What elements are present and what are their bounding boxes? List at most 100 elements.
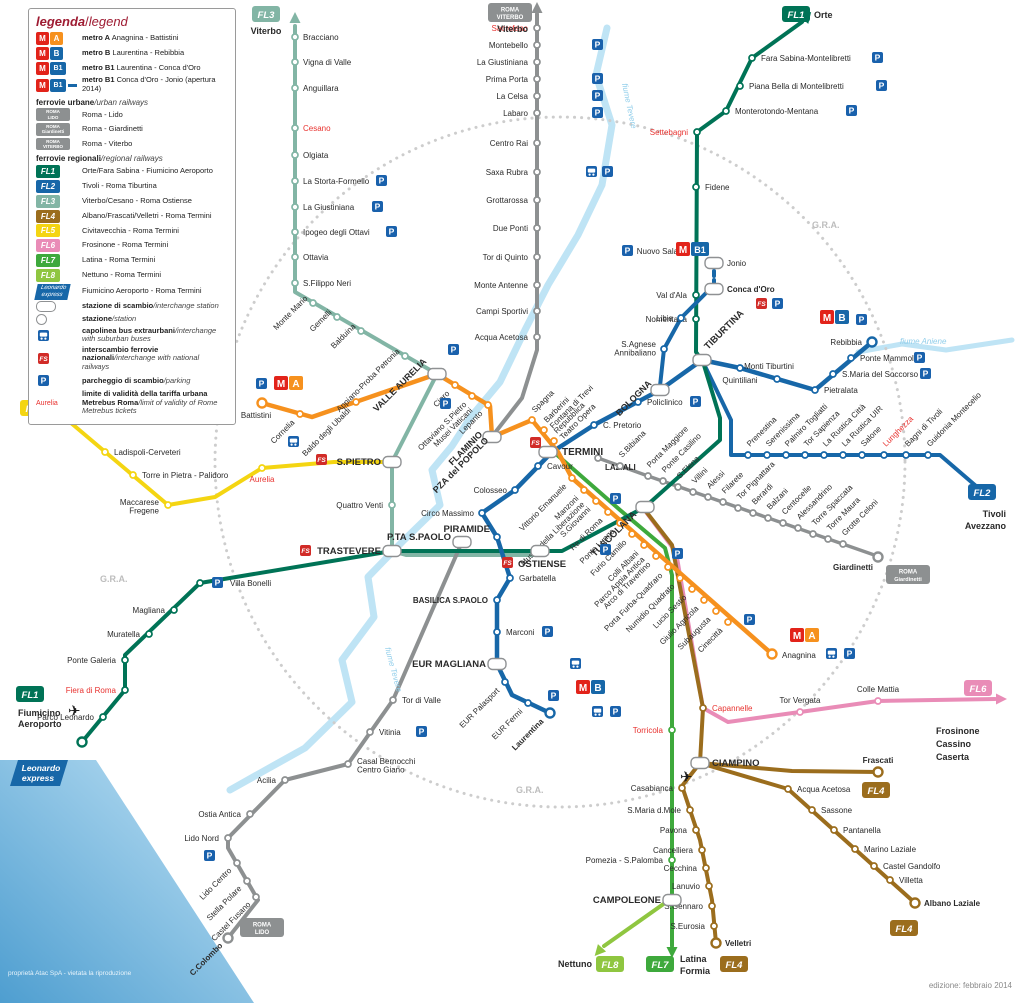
legend-item-label: stazione/station [82,314,137,324]
station-piramide: PIRAMIDE [444,524,501,541]
fl4-line-badge: FL4 [720,956,748,972]
station-s-eurosia: S.Eurosia [670,922,718,931]
station-frascati: Frascati [863,756,893,778]
parking-icon: P [914,352,925,363]
svg-text:Montebello: Montebello [489,41,529,50]
svg-text:S.Eurosia: S.Eurosia [670,922,705,931]
svg-text:Torre in Pietra - Palidoro: Torre in Pietra - Palidoro [142,471,229,480]
legend-item-label: stazione di scambio/interchange station [82,301,219,311]
station-torre-in-pietra-palidoro: Torre in Pietra - Palidoro [129,471,229,480]
legend-item-label: metro B1 Conca d'Oro - Jonio (apertura 2… [82,75,216,94]
svg-text:Muratella: Muratella [107,630,140,639]
svg-text:TIBURTINA: TIBURTINA [702,308,746,352]
map-label: Orte [814,10,833,20]
river [226,24,616,794]
station-pantanella: Pantanella [830,826,881,835]
svg-text:Balduina: Balduina [329,322,358,351]
station-villini: Villini [689,466,710,496]
airplane-icon: ✈ [68,703,81,720]
national-rail-icon: FS [316,454,327,465]
svg-text:Albano Laziale: Albano Laziale [924,899,981,908]
map-label: Formia [680,966,711,976]
station-ottavia: Ottavia [291,253,329,262]
bus-icon [586,166,597,177]
svg-text:Monti Tiburtini: Monti Tiburtini [744,362,794,371]
svg-text:Torricola: Torricola [633,726,664,735]
fl4-line-badge: FL4 [890,920,918,936]
svg-text:FS: FS [503,560,512,567]
svg-text:P: P [389,227,395,237]
svg-text:ROMA: ROMA [501,8,520,14]
FL3-legend-icon: FL3 [36,194,78,208]
svg-text:S.Maria del Soccorso: S.Maria del Soccorso [842,370,919,379]
svg-text:Fidene: Fidene [705,183,730,192]
svg-text:FL4: FL4 [896,924,914,935]
parking-icon: P [600,544,611,555]
station-eur-magliana: EUR MAGLIANA [412,657,581,671]
legend-item: stazione/station [36,313,228,325]
svg-text:B: B [594,683,601,694]
svg-text:P: P [605,167,611,177]
svg-text:FL7: FL7 [652,960,670,971]
bus-icon [570,658,581,669]
station-basilica-s-paolo: BASILICA S.PAOLO [413,596,501,605]
svg-text:P: P [859,315,865,325]
svg-text:Grottarossa: Grottarossa [486,196,528,205]
legend-item-label: Viterbo/Cesano - Roma Ostiense [82,195,192,205]
station-tor-vergata: Tor Vergata [780,696,821,716]
fl8-line-badge: FL8 [596,956,624,972]
fl6-line-badge: FL6 [964,680,992,696]
station-grottarossa: Grottarossa [486,196,541,205]
station-acqua-acetosa: Acqua Acetosa [475,333,541,342]
svg-text:P: P [775,299,781,309]
legend-title-en: legend [88,14,128,29]
station-magliana: Magliana [133,606,178,615]
svg-text:Saxa Rubra: Saxa Rubra [486,168,529,177]
svg-text:Settebagni: Settebagni [650,128,688,137]
svg-text:ROMA: ROMA [253,923,272,929]
svg-text:Acqua Acetosa: Acqua Acetosa [475,333,529,342]
map-label: Avezzano [965,521,1007,531]
line-fl4-velletri [680,761,718,945]
national-rail-icon: FS [300,545,311,556]
fl3-line-badge: FL3 [252,6,280,22]
station-cornelia: Cornelia [269,410,304,447]
parking-icon: P [610,493,621,504]
legend-item-label: Roma - Viterbo [82,138,133,148]
legend-title-it: legenda [36,14,86,29]
station-campoleone: CAMPOLEONE [593,893,682,907]
station-campi-sportivi: Campi Sportivi [476,307,541,316]
station-bracciano: Bracciano [291,33,339,42]
airplane-icon: ✈ [680,769,693,786]
station-circo-massimo: Circo Massimo [421,509,486,518]
legend-item-label: metro A Anagnina - Battistini [82,33,179,43]
svg-text:P: P [875,53,881,63]
legend-title: legenda/legend [36,14,228,29]
station-monti-tiburtini: Monti Tiburtini [744,362,794,383]
river [855,337,1015,355]
station-nomentana: Nomentana [646,315,700,324]
FL6-legend-icon: FL6 [36,239,78,253]
svg-text:C. Pretorio: C. Pretorio [603,421,642,430]
svg-text:Rebibbia: Rebibbia [830,338,862,347]
svg-text:P: P [613,494,619,504]
svg-text:B1: B1 [694,245,706,255]
station-cipro: CiproP [432,381,459,409]
svg-text:S.Filippo Neri: S.Filippo Neri [303,279,351,288]
national-rail-icon: FS [502,557,513,568]
svg-text:Cesano: Cesano [303,124,331,133]
